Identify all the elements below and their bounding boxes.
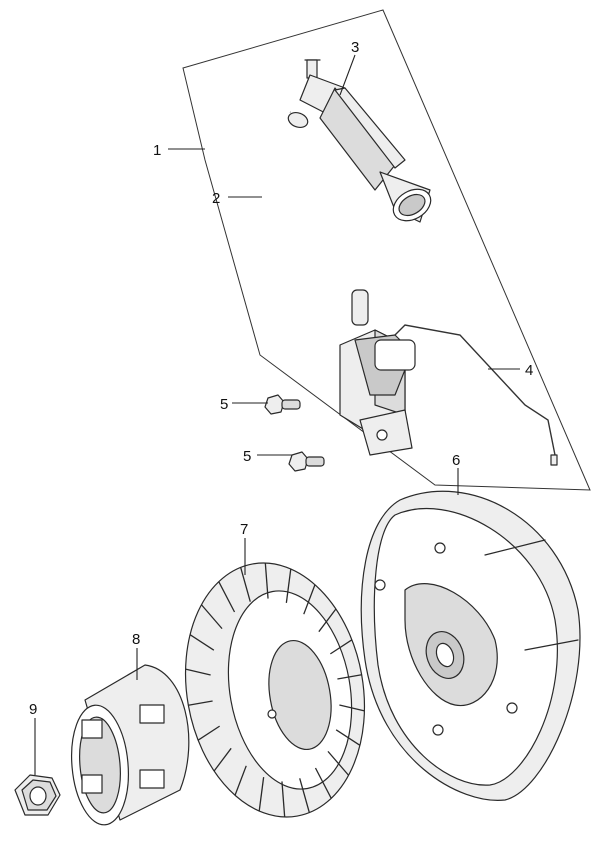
fan-blade xyxy=(318,608,337,633)
callout-1: 1 xyxy=(153,142,161,159)
callout-5-upper: 5 xyxy=(220,396,228,413)
fan-blade xyxy=(281,781,286,817)
callout-3: 3 xyxy=(351,39,359,56)
fan-blade xyxy=(218,581,236,613)
bolt-lower xyxy=(288,451,325,472)
fan-blade xyxy=(234,765,247,796)
fan-blade xyxy=(337,674,362,680)
high-tension-lead xyxy=(247,106,369,326)
callout-7: 7 xyxy=(240,521,248,538)
fan-blade xyxy=(189,634,215,651)
leader-lines xyxy=(34,54,520,775)
fan-blade xyxy=(327,750,350,776)
fan-blade xyxy=(200,604,223,630)
ignition-coil xyxy=(339,329,416,456)
callout-8: 8 xyxy=(132,631,140,648)
flywheel-housing xyxy=(360,490,581,801)
ground-wire xyxy=(394,324,558,466)
fan-blade xyxy=(285,568,292,603)
fan-blade xyxy=(197,725,220,741)
callout-4: 4 xyxy=(525,362,533,379)
fan-blade xyxy=(335,729,361,746)
fan-blade xyxy=(258,777,265,812)
cooling-fan xyxy=(184,562,366,818)
fan-blade xyxy=(299,778,310,813)
fan-blade xyxy=(188,700,213,706)
fan-blade xyxy=(314,767,332,799)
fan-blade xyxy=(185,668,211,676)
fan-blades xyxy=(185,563,365,817)
fan-blade xyxy=(213,747,232,772)
ignition-coil-assembly-boundary xyxy=(182,9,591,491)
flange-nut xyxy=(14,774,61,816)
callout-5-lower: 5 xyxy=(243,448,251,465)
callout-6: 6 xyxy=(452,452,460,469)
fan-blade xyxy=(240,567,251,602)
callout-9: 9 xyxy=(29,701,37,718)
fan-blade xyxy=(303,584,316,615)
fan-blade xyxy=(330,639,353,655)
callout-2: 2 xyxy=(212,190,220,207)
starter-cup xyxy=(71,664,190,826)
spark-plug-cap xyxy=(299,59,432,223)
fan-blade xyxy=(264,563,269,599)
bolt-upper xyxy=(264,394,301,415)
fan-blade xyxy=(339,704,365,712)
